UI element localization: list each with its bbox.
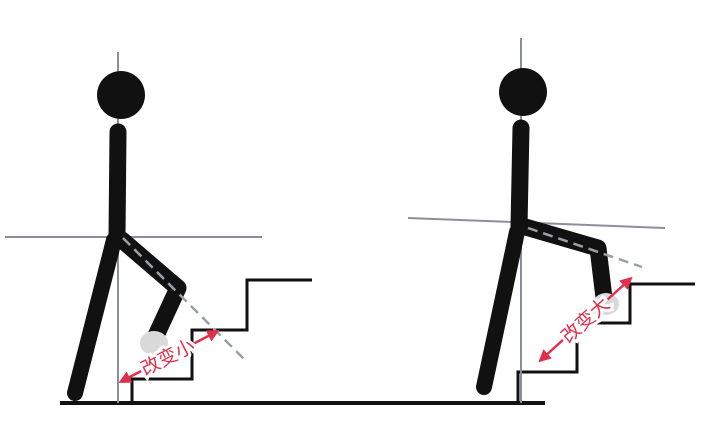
left-head [97, 71, 145, 119]
right-standing-leg [476, 224, 525, 395]
left-standing-leg [67, 232, 122, 401]
right-torso [510, 119, 530, 235]
right-figure: 改变大 [407, 38, 695, 403]
right-dashed-angle-line [527, 226, 643, 269]
left-change-arrow [118, 330, 220, 383]
left-figure: 改变小 [5, 52, 312, 403]
left-dashed-angle-line [122, 237, 246, 361]
left-stepping-leg [113, 231, 187, 351]
right-stepping-leg [513, 217, 613, 307]
right-change-arrow [538, 276, 633, 363]
left-torso [108, 123, 127, 245]
right-head [499, 68, 547, 116]
right-annotation-label: 改变大 [557, 293, 614, 348]
